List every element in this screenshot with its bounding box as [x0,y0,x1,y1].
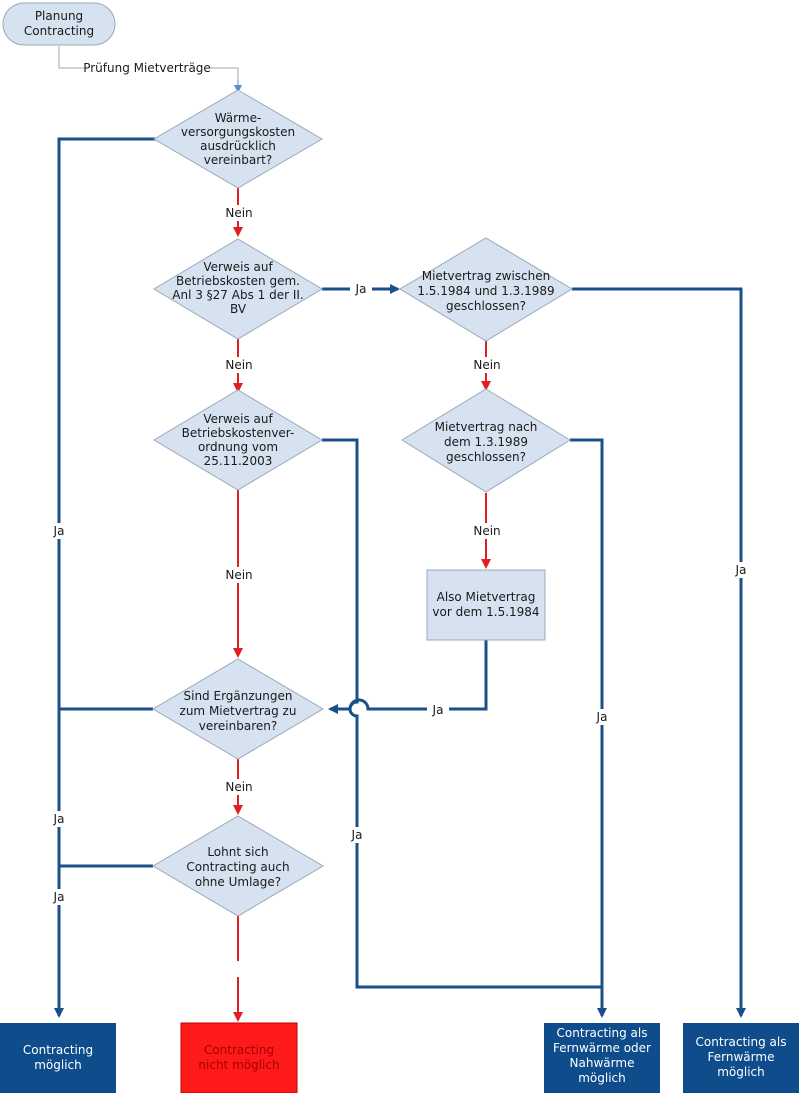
terminal-t2 [180,1022,298,1093]
decision-d3 [153,389,323,491]
edge-label-d7-yes: Ja [53,890,65,904]
decision-d7 [152,815,324,917]
edge-label-d6-no: Nein [225,780,252,794]
terminal-t1 [0,1023,116,1093]
edge-label-d5-no: Nein [473,524,500,538]
edge-label-d2-no: Nein [225,358,252,372]
edge-label-d4-yes: Ja [735,563,747,577]
edge-label-start-to-d1: Prüfung Mietverträge [83,61,211,75]
decision-d5 [401,388,571,493]
edge-label-box-yes: Ja [432,703,444,717]
edge-d3-yes [322,438,602,989]
edge-label-d6-yes: Ja [53,812,65,826]
edge-d5-yes [570,438,607,1018]
edge-label-d4-no: Nein [473,358,500,372]
edge-label-d2-yes: Ja [355,282,367,296]
decision-d4 [399,237,573,342]
edge-box-yes [328,640,488,714]
edge-label-d5-yes: Ja [596,710,608,724]
edge-label-d3-no: Nein [225,568,252,582]
terminal-t3 [544,1023,660,1093]
edge-label-d1-yes: Ja [53,524,65,538]
edge-label-d3-yes: Ja [351,828,363,842]
process-box [426,569,546,641]
edge-label-d1-no: Nein [225,206,252,220]
terminal-t4 [683,1023,799,1093]
start-node [2,2,116,46]
edge-d1-yes [54,137,158,1018]
decision-d1 [153,89,323,189]
decision-d2 [153,238,323,340]
decision-d6 [152,658,324,760]
edge-d4-yes [572,287,746,1018]
